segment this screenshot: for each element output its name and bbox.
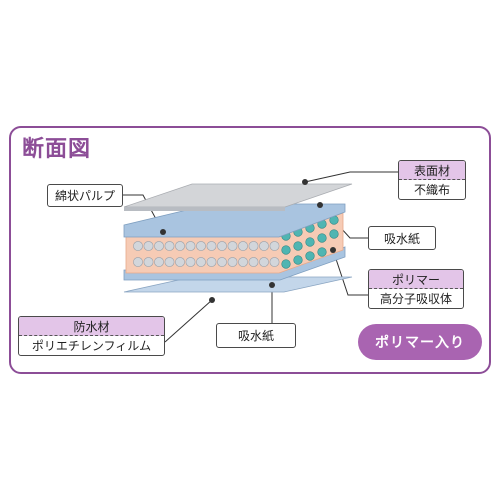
pulp-particle — [164, 257, 175, 267]
label-pulp-text: 綿状パルプ — [54, 189, 115, 203]
leader-dot-pulp — [160, 229, 166, 235]
polymer-particle — [293, 255, 303, 265]
pulp-particle — [238, 257, 248, 267]
pulp-particle — [248, 257, 259, 267]
pulp-particle — [238, 241, 248, 251]
polymer-particle — [293, 241, 303, 251]
surface-layer-edge — [124, 207, 285, 211]
waterproof-film-layer — [123, 276, 353, 293]
pulp-particle — [175, 241, 185, 251]
leader-dots — [160, 179, 336, 303]
label-absorbent-paper-bottom-text: 吸水紙 — [237, 329, 274, 343]
pulp-particle — [143, 257, 154, 267]
pulp-particle — [133, 257, 143, 267]
pulp-particle — [269, 257, 280, 267]
polymer-particle — [305, 237, 315, 247]
pulp-particle — [185, 241, 196, 251]
pulp-particle — [154, 257, 164, 267]
label-waterproof: 防水材 ポリエチレンフィルム — [18, 316, 165, 356]
leader-line-waterproof — [164, 299, 213, 343]
label-polymer-sub: 高分子吸収体 — [379, 292, 452, 306]
label-surface-sub: 不織布 — [413, 183, 450, 197]
label-absorbent-paper-bottom: 吸水紙 — [216, 323, 296, 348]
pulp-particle — [227, 257, 238, 267]
pulp-particle — [154, 241, 164, 251]
pulp-particle — [164, 241, 175, 251]
leader-line-polymer — [332, 249, 372, 296]
pulp-particle — [259, 257, 269, 267]
polymer-particle — [317, 247, 327, 257]
leader-dot-absorbent-right — [317, 202, 323, 208]
label-waterproof-sub: ポリエチレンフィルム — [31, 339, 152, 353]
leader-dot-absorbent-bottom — [269, 282, 275, 288]
pulp-particles — [133, 241, 280, 267]
pulp-particle — [185, 257, 196, 267]
polymer-particle — [305, 251, 315, 261]
label-waterproof-header: 防水材 — [19, 317, 164, 336]
pulp-particle — [227, 241, 238, 251]
polymer-particle — [281, 259, 291, 269]
polymer-particles — [281, 215, 339, 269]
leader-dot-surface — [302, 179, 308, 185]
pulp-particle — [217, 241, 227, 251]
pulp-particle — [196, 241, 206, 251]
pulp-particle — [196, 257, 206, 267]
label-absorbent-paper-right-text: 吸水紙 — [383, 231, 420, 246]
polymer-included-badge: ポリマー入り — [358, 324, 482, 360]
polymer-particle — [281, 245, 291, 255]
leader-line-surface — [304, 171, 398, 183]
pulp-particle — [206, 257, 217, 267]
leader-dot-waterproof — [209, 297, 215, 303]
label-polymer: ポリマー 高分子吸収体 — [368, 269, 464, 309]
pulp-particle — [206, 241, 217, 251]
label-absorbent-paper-right: 吸水紙 — [368, 226, 436, 250]
label-polymer-header: ポリマー — [369, 270, 463, 289]
pulp-particle — [217, 257, 227, 267]
pulp-particle — [259, 241, 269, 251]
diagram-title: 断面図 — [22, 137, 92, 162]
pulp-particle — [269, 241, 280, 251]
pulp-particle — [133, 241, 143, 251]
pulp-particle — [175, 257, 185, 267]
pulp-particle — [248, 241, 259, 251]
label-pulp: 綿状パルプ — [47, 184, 123, 207]
leader-dot-polymer — [330, 247, 336, 253]
polymer-particle — [329, 229, 339, 239]
label-surface-header: 表面材 — [399, 161, 465, 180]
pulp-particle — [143, 241, 154, 251]
polymer-particle — [317, 233, 327, 243]
label-surface-material: 表面材 不織布 — [398, 160, 466, 200]
